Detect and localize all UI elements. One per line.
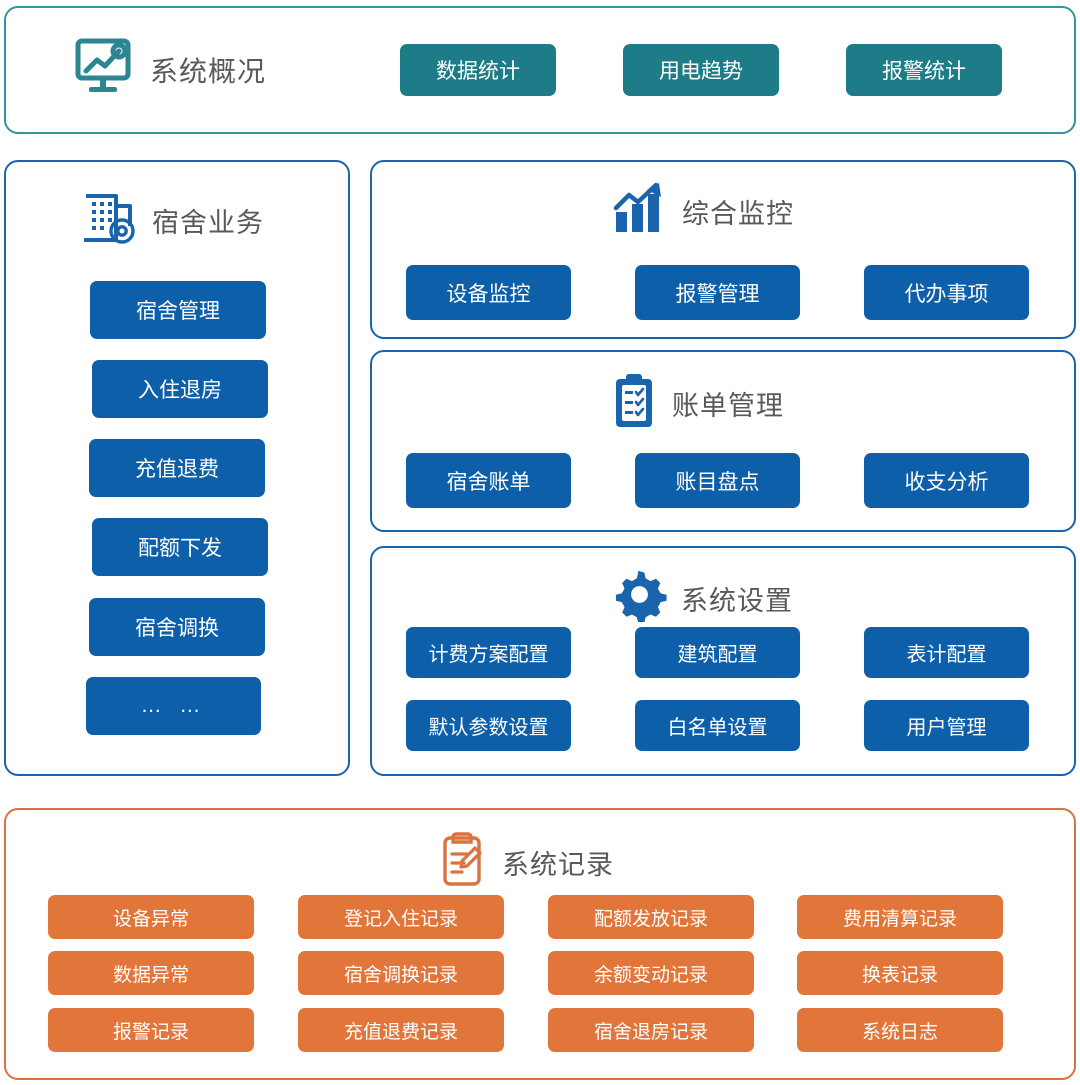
billing-button-dorm-bill[interactable]: 宿舍账单 bbox=[406, 453, 571, 508]
records-button-checkout-record[interactable]: 宿舍退房记录 bbox=[548, 1008, 754, 1052]
records-button-quota-issue-record[interactable]: 配额发放记录 bbox=[548, 895, 754, 939]
monitoring-button-device-monitor[interactable]: 设备监控 bbox=[406, 265, 571, 320]
records-button-system-log[interactable]: 系统日志 bbox=[797, 1008, 1003, 1052]
monitoring-header: 综合监控 bbox=[612, 182, 794, 241]
records-button-data-exception[interactable]: 数据异常 bbox=[48, 951, 254, 995]
billing-header: 账单管理 bbox=[612, 372, 784, 435]
records-button-room-swap-record[interactable]: 宿舍调换记录 bbox=[298, 951, 504, 995]
settings-button-meter-config[interactable]: 表计配置 bbox=[864, 627, 1029, 678]
dormitory-title: 宿舍业务 bbox=[152, 208, 264, 238]
monitoring-button-todo-items[interactable]: 代办事项 bbox=[864, 265, 1029, 320]
clipboard-check-icon bbox=[612, 372, 658, 435]
records-header: 系统记录 bbox=[440, 830, 614, 895]
monitor-chart-icon bbox=[74, 38, 136, 101]
dormitory-button-recharge-refund[interactable]: 充值退费 bbox=[89, 439, 265, 497]
monitoring-title: 综合监控 bbox=[682, 199, 794, 229]
records-button-alarm-record[interactable]: 报警记录 bbox=[48, 1008, 254, 1052]
dormitory-button-checkin-checkout[interactable]: 入住退房 bbox=[92, 360, 268, 418]
dormitory-header: 宿舍业务 bbox=[80, 190, 264, 251]
overview-button-alarm-statistics[interactable]: 报警统计 bbox=[846, 44, 1002, 96]
dormitory-button-more[interactable]: … … bbox=[86, 677, 261, 735]
records-button-checkin-record[interactable]: 登记入住记录 bbox=[298, 895, 504, 939]
building-gear-icon bbox=[80, 190, 138, 251]
records-button-recharge-refund-record[interactable]: 充值退费记录 bbox=[298, 1008, 504, 1052]
gear-icon bbox=[615, 570, 667, 627]
settings-button-building-config[interactable]: 建筑配置 bbox=[635, 627, 800, 678]
overview-title: 系统概况 bbox=[150, 55, 267, 87]
settings-title: 系统设置 bbox=[681, 586, 793, 616]
bar-chart-arrow-icon bbox=[612, 182, 668, 241]
settings-button-whitelist[interactable]: 白名单设置 bbox=[635, 700, 800, 751]
billing-title: 账单管理 bbox=[672, 391, 784, 421]
clipboard-pencil-icon bbox=[440, 830, 488, 895]
settings-button-billing-plan-config[interactable]: 计费方案配置 bbox=[406, 627, 571, 678]
records-button-device-exception[interactable]: 设备异常 bbox=[48, 895, 254, 939]
billing-button-income-expense-analysis[interactable]: 收支分析 bbox=[864, 453, 1029, 508]
overview-header: 系统概况 bbox=[74, 38, 266, 101]
settings-button-default-params[interactable]: 默认参数设置 bbox=[406, 700, 571, 751]
billing-button-account-audit[interactable]: 账目盘点 bbox=[635, 453, 800, 508]
records-button-fee-settlement-record[interactable]: 费用清算记录 bbox=[797, 895, 1003, 939]
overview-button-power-trend[interactable]: 用电趋势 bbox=[623, 44, 779, 96]
records-button-balance-change-record[interactable]: 余额变动记录 bbox=[548, 951, 754, 995]
dormitory-button-management[interactable]: 宿舍管理 bbox=[90, 281, 266, 339]
overview-button-data-statistics[interactable]: 数据统计 bbox=[400, 44, 556, 96]
records-button-meter-change-record[interactable]: 换表记录 bbox=[797, 951, 1003, 995]
dormitory-button-quota-issue[interactable]: 配额下发 bbox=[92, 518, 268, 576]
monitoring-button-alarm-management[interactable]: 报警管理 bbox=[635, 265, 800, 320]
records-title: 系统记录 bbox=[502, 850, 614, 880]
settings-header: 系统设置 bbox=[615, 570, 793, 627]
dormitory-button-room-swap[interactable]: 宿舍调换 bbox=[89, 598, 265, 656]
settings-button-user-management[interactable]: 用户管理 bbox=[864, 700, 1029, 751]
